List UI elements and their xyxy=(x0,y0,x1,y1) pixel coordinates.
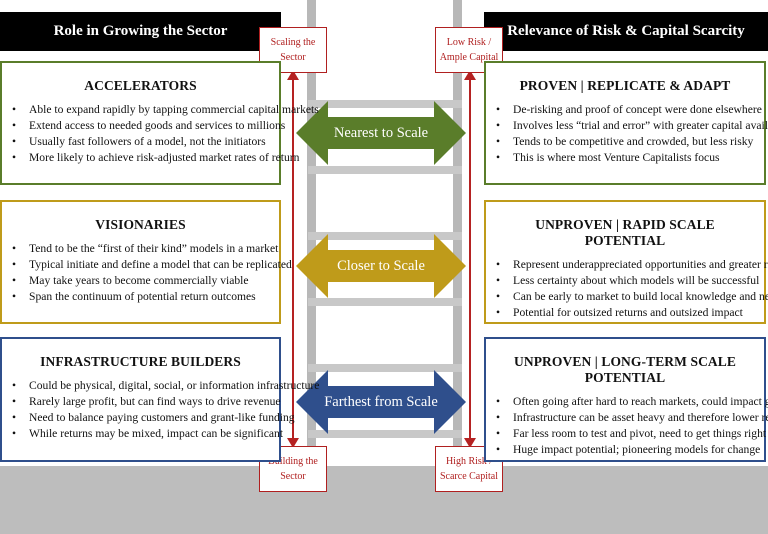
ladder-rail-right xyxy=(453,0,462,448)
bullet-item: Huge impact potential; pioneering models… xyxy=(496,442,760,458)
scaling-the-sector-tag: Scaling the Sector xyxy=(259,27,327,73)
bullet-item: Tends to be competitive and crowded, but… xyxy=(496,134,754,150)
bullet-item: Span the continuum of potential return o… xyxy=(12,289,269,305)
bullet-item: Represent underappreciated opportunities… xyxy=(496,257,768,273)
bullet-item: Can be early to market to build local kn… xyxy=(496,289,768,305)
box-title: UNPROVEN | RAPID SCALE POTENTIAL xyxy=(535,217,715,248)
ladder-rung xyxy=(308,100,462,108)
arrow-nearest-to-scale: Nearest to Scale xyxy=(296,101,466,165)
ladder-rung xyxy=(308,298,462,306)
box-title: VISIONARIES xyxy=(95,217,186,232)
double-arrow-icon xyxy=(296,234,466,298)
ground-floor xyxy=(0,466,768,534)
bullet-item: May take years to become commercially vi… xyxy=(12,273,269,289)
bullet-item: Infrastructure can be asset heavy and th… xyxy=(496,410,768,426)
bullet-item: Potential for outsized returns and outsi… xyxy=(496,305,754,321)
bullet-item: Often going after hard to reach markets,… xyxy=(496,394,768,410)
arrow-farthest-from-scale: Farthest from Scale xyxy=(296,370,466,434)
down-arrowhead-icon xyxy=(287,438,299,448)
bullet-item: While returns may be mixed, impact can b… xyxy=(12,426,283,442)
bullet-item: Rarely large profit, but can find ways t… xyxy=(12,394,281,410)
double-arrow-icon xyxy=(296,101,466,165)
arrow-label: Farthest from Scale xyxy=(324,393,438,410)
bullet-item: De-risking and proof of concept were don… xyxy=(496,102,762,118)
infrastructure-builders-box: INFRASTRUCTURE BUILDERS Could be physica… xyxy=(0,337,319,462)
double-arrow-icon xyxy=(296,370,466,434)
bullet-item: Could be physical, digital, social, or i… xyxy=(12,378,319,394)
up-arrowhead-icon xyxy=(464,70,476,80)
proven-replicate-box: PROVEN | REPLICATE & ADAPT De-risking an… xyxy=(484,61,768,185)
bullet-item: Need to balance paying customers and gra… xyxy=(12,410,295,426)
box-title: PROVEN | REPLICATE & ADAPT xyxy=(519,78,731,93)
low-risk-tag: Low Risk / Ample Capital xyxy=(435,27,503,73)
bullet-item: Usually fast followers of a model, not t… xyxy=(12,134,269,150)
arrow-label: Closer to Scale xyxy=(337,257,425,274)
down-arrowhead-icon xyxy=(464,438,476,448)
bullet-item: Involves less “trial and error” with gre… xyxy=(496,118,768,134)
left-column-header: Role in Growing the Sector xyxy=(0,12,281,51)
unproven-rapid-box: UNPROVEN | RAPID SCALE POTENTIAL Represe… xyxy=(484,200,768,324)
bullet-item: More likely to achieve risk-adjusted mar… xyxy=(12,150,299,166)
ladder-rung xyxy=(308,364,462,372)
box-title: INFRASTRUCTURE BUILDERS xyxy=(40,354,241,369)
bullet-item: Tend to be the “first of their kind” mod… xyxy=(12,241,278,257)
bullet-item: Typical initiate and define a model that… xyxy=(12,257,292,273)
ladder-rung xyxy=(308,166,462,174)
bullet-item: This is where most Venture Capitalists f… xyxy=(496,150,754,166)
ladder-rung xyxy=(308,430,462,438)
box-title: UNPROVEN | LONG-TERM SCALE POTENTIAL xyxy=(514,354,736,385)
arrow-closer-to-scale: Closer to Scale xyxy=(296,234,466,298)
right-column-header: Relevance of Risk & Capital Scarcity xyxy=(484,12,768,51)
arrow-label: Nearest to Scale xyxy=(333,124,429,141)
bullet-item: Extend access to needed goods and servic… xyxy=(12,118,285,134)
visionaries-box: VISIONARIES Tend to be the “first of the… xyxy=(0,200,292,324)
accelerators-box: ACCELERATORS Able to expand rapidly by t… xyxy=(0,61,319,185)
left-scale-line xyxy=(292,76,294,446)
bullet-item: Less certainty about which models will b… xyxy=(496,273,759,289)
box-title: ACCELERATORS xyxy=(84,78,197,93)
bullet-item: Able to expand rapidly by tapping commer… xyxy=(12,102,319,118)
unproven-long-term-box: UNPROVEN | LONG-TERM SCALE POTENTIAL Oft… xyxy=(484,337,768,462)
ladder-rung xyxy=(308,232,462,240)
up-arrowhead-icon xyxy=(287,70,299,80)
bullet-item: Far less room to test and pivot, need to… xyxy=(496,426,766,442)
ladder-rail-left xyxy=(307,0,316,448)
right-risk-line xyxy=(469,76,471,446)
